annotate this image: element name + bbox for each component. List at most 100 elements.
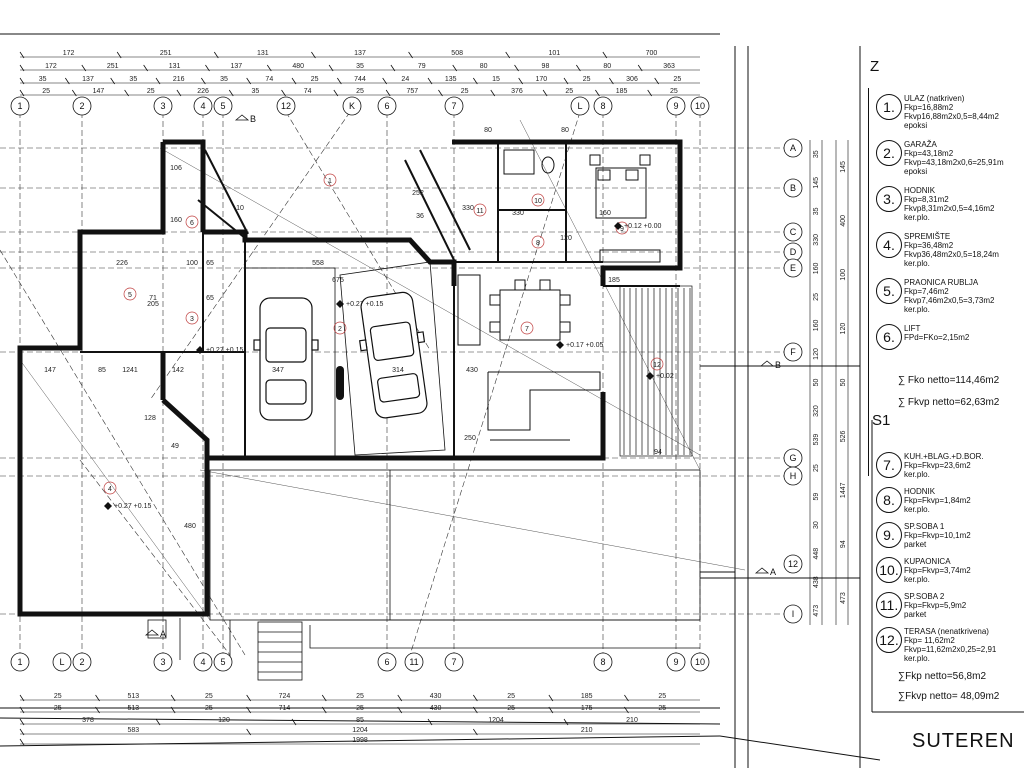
level-marker: [104, 502, 112, 510]
dim-tick: [95, 694, 100, 702]
dim-tick: [205, 64, 210, 72]
dim-right-1: 25: [813, 464, 820, 472]
car-left: [253, 297, 319, 421]
interior-dim: 147: [44, 367, 56, 374]
dim-top-4: 25: [147, 88, 155, 95]
dim-bottom-3: 378: [82, 717, 94, 724]
dim-top-3: 25: [311, 76, 319, 83]
dim-bottom-2: 25: [658, 705, 666, 712]
dim-top-1: 251: [160, 50, 172, 57]
dim-right-1: 25: [813, 293, 820, 301]
legend-line: KUH.+BLAG.+D.BOR.: [904, 452, 984, 461]
dim-top-2: 98: [542, 63, 550, 70]
axis-bubble-top-label: 12: [281, 101, 291, 111]
dim-bottom-2: 430: [430, 705, 442, 712]
room-mark-label: 7: [525, 326, 529, 333]
axis-bubble-right: [783, 178, 803, 198]
dim-top-3: 306: [626, 76, 638, 83]
dim-top-2: 137: [231, 63, 243, 70]
dim-bottom-2: 175: [581, 705, 593, 712]
axis-bubble-top: [276, 96, 296, 116]
dim-tick: [337, 77, 342, 85]
dim-tick: [438, 89, 443, 97]
axis-bubble-top: [72, 96, 92, 116]
dim-right-2: 100: [840, 269, 847, 281]
legend-number: 11.: [876, 592, 902, 618]
legend-line: Fkvp=11,62m2x0,25=2,91: [904, 645, 997, 654]
dim-right-2: 473: [840, 592, 847, 604]
dim-tick: [170, 694, 176, 702]
dim-top-1: 700: [646, 50, 658, 57]
axis-bubble-bottom-label: 10: [695, 657, 705, 667]
dim-top-3: 170: [535, 76, 547, 83]
room-mark: [531, 235, 545, 249]
axis-bubble-bottom-label: L: [59, 657, 64, 667]
legend-number: 10.: [876, 557, 902, 583]
legend-line: Fkvp7,46m2x0,5=3,73m2: [904, 296, 995, 305]
level-marker: [556, 341, 564, 349]
axis-bubble-right-label: B: [790, 183, 796, 193]
legend-number: 8.: [876, 487, 902, 513]
section-mark-label: B: [775, 360, 781, 370]
dim-right-1: 330: [813, 234, 820, 246]
legend-number: 1.: [876, 94, 902, 120]
axis-bubble-bottom: [72, 652, 92, 672]
legend-line: parket: [904, 610, 927, 619]
dim-tick: [563, 718, 569, 726]
dim-tick: [427, 77, 433, 85]
room-mark-label: 5: [128, 292, 132, 299]
room-mark: [323, 173, 337, 187]
dim-bottom-2: 25: [507, 705, 515, 712]
section-mark-label: A: [770, 567, 776, 577]
dim-tick: [19, 77, 25, 85]
level-marker: [336, 300, 344, 308]
dim-top-4: 226: [197, 88, 209, 95]
legend-line: Fkp=Fkvp=10,1m2: [904, 531, 971, 540]
room-mark-label: 10: [534, 198, 542, 205]
axis-bubble-top: [593, 96, 613, 116]
axis-bubble-right: [783, 554, 803, 574]
axis-bubble-top-label: 10: [695, 101, 705, 111]
legend-line: LIFT: [904, 324, 921, 333]
legend-number: 2.: [876, 140, 902, 166]
room-mark-label: 12: [653, 362, 661, 369]
dim-top-3: 35: [39, 76, 47, 83]
axis-bubble-top: [444, 96, 464, 116]
axis-bubble-right-label: D: [790, 247, 797, 257]
sum-z-kvp-netto: ∑ Fkvp netto=62,63m2: [898, 397, 1000, 408]
dim-tick: [548, 694, 554, 702]
lower-area: [147, 469, 701, 681]
dim-tick: [609, 77, 614, 85]
dim-bottom-1: 724: [279, 693, 291, 700]
legend-line: ker.plo.: [904, 470, 930, 479]
interior-dim: 65: [206, 260, 214, 267]
dim-right-1: 438: [813, 576, 820, 588]
dim-tick: [397, 706, 403, 714]
legend-line: GARAŽA: [904, 140, 937, 149]
dim-top-4: 147: [93, 88, 105, 95]
section-arrow: [234, 114, 250, 121]
dim-top-4: 35: [251, 88, 259, 95]
axis-bubble-top: [666, 96, 686, 116]
room-mark-label: 9: [620, 226, 624, 233]
dim-tick: [291, 77, 297, 85]
bedroom-furniture: [503, 149, 661, 263]
dimension-lines: [20, 56, 849, 745]
room-mark: [650, 357, 664, 371]
dim-bottom-4: 1204: [352, 727, 368, 734]
legend-line: Fkvp=43,18m2x0,6=25,91m: [904, 158, 1004, 167]
dim-tick: [213, 51, 219, 59]
dim-tick: [473, 706, 478, 714]
dim-top-2: 79: [418, 63, 426, 70]
section-mark-label: B: [250, 114, 256, 124]
terrace-outline: [619, 285, 693, 457]
room-mark-label: 2: [338, 326, 342, 333]
axis-bubble-top: [213, 96, 233, 116]
legend-line: ker.plo.: [904, 213, 930, 222]
